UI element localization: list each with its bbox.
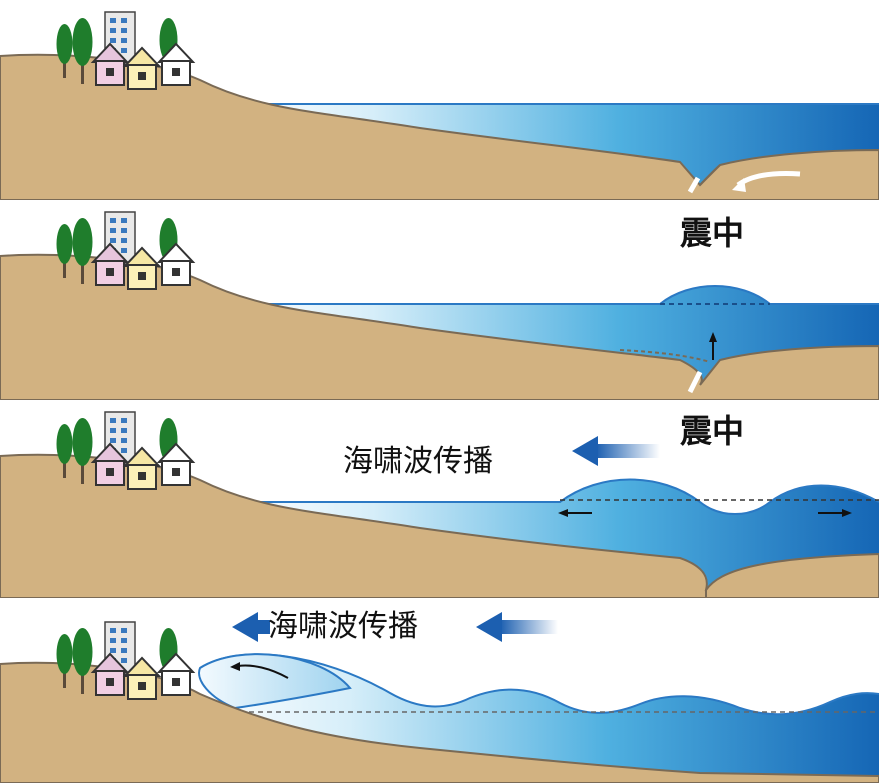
epicenter-label: 震中: [680, 214, 745, 252]
arrow-up-icon: [709, 332, 717, 360]
propagation-label: 海啸波传播: [268, 609, 418, 644]
propagation-label: 海啸波传播: [343, 444, 493, 479]
arrow-right-icon: [818, 509, 852, 517]
panel-4-wave-reaches-coast: [0, 598, 879, 783]
epicenter-label: 震中: [680, 412, 745, 450]
arrow-left-icon: [230, 662, 289, 679]
arrow-left-icon: [476, 612, 558, 642]
panel-2-seafloor-uplift: [0, 200, 879, 400]
arrow-left-icon: [232, 612, 270, 642]
panel-1-earthquake: [0, 0, 879, 200]
fault-arrow-icon: [687, 171, 801, 194]
arrow-left-icon: [572, 436, 660, 466]
panel-3-wave-propagation: [0, 400, 879, 598]
arrow-left-icon: [558, 509, 592, 517]
